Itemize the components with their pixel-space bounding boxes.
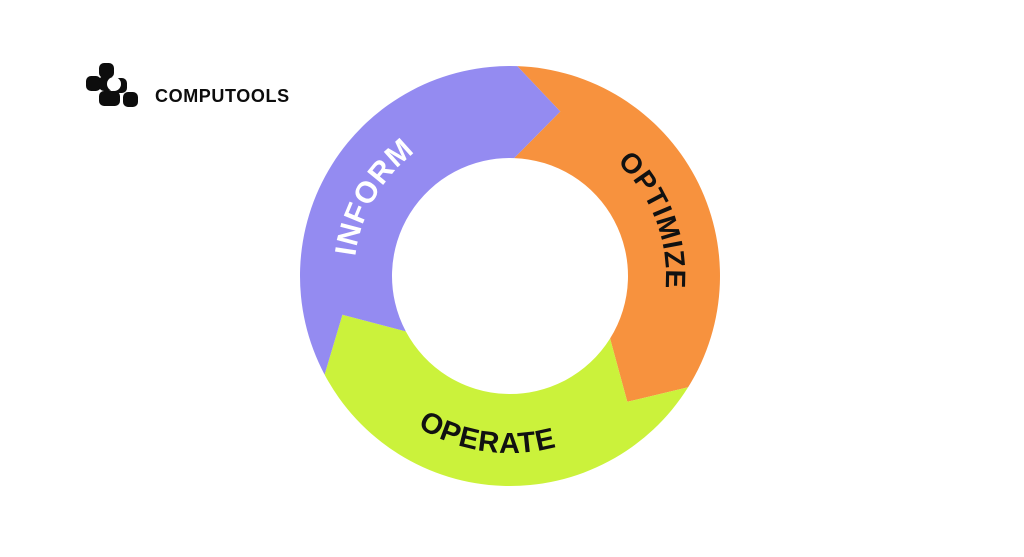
computools-logo-text: COMPUTOOLS xyxy=(155,86,290,106)
computools-logo-mark-icon xyxy=(86,63,138,107)
segment-operate-arrow xyxy=(324,314,689,486)
segment-optimize-arrow xyxy=(514,66,720,402)
computools-logo: COMPUTOOLS xyxy=(86,63,290,110)
segment-inform-arrow xyxy=(299,66,561,375)
